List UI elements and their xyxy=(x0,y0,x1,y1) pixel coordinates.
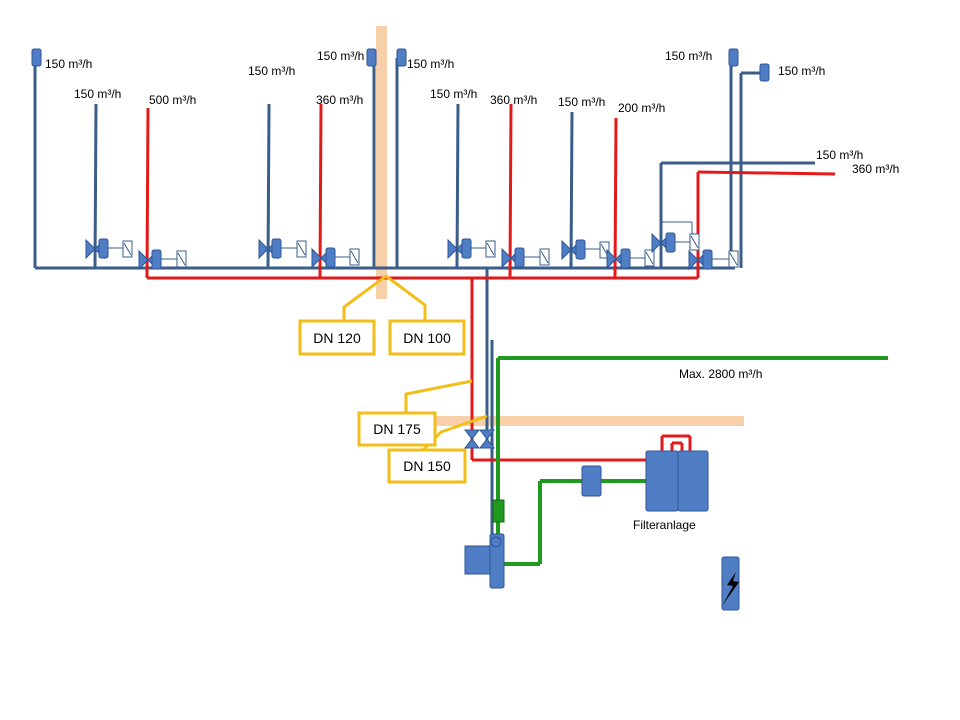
max-flow-label: Max. 2800 m³/h xyxy=(679,367,762,381)
gate-valve-icon xyxy=(463,429,481,449)
actuator-icon xyxy=(98,238,109,259)
flow-label: 150 m³/h xyxy=(74,87,121,101)
flow-label: 150 m³/h xyxy=(407,57,454,71)
flow-meter-icon xyxy=(492,499,505,523)
valve-group-3 xyxy=(258,238,307,260)
callout-dn120-text: DN 120 xyxy=(313,330,361,346)
callout-dn120: DN 120 xyxy=(298,319,376,356)
flow-label: 150 m³/h xyxy=(430,87,477,101)
valve-group-8 xyxy=(606,248,655,270)
callout-dn175: DN 175 xyxy=(357,411,437,447)
actuator-icon xyxy=(514,247,525,268)
gate-valve-icon xyxy=(478,429,496,449)
flow-label: 360 m³/h xyxy=(490,93,537,107)
flow-label: 150 m³/h xyxy=(248,64,295,78)
valve-group-4 xyxy=(311,247,360,269)
valve-group-5 xyxy=(447,238,496,260)
flow-label: 150 m³/h xyxy=(665,49,712,63)
valve-group-7 xyxy=(561,239,610,261)
pump-icon xyxy=(464,533,505,589)
actuator-icon xyxy=(575,239,586,260)
flow-label: 150 m³/h xyxy=(45,57,92,71)
wall-horizontal xyxy=(430,416,744,426)
callout-dn100: DN 100 xyxy=(388,319,466,356)
flow-label: 360 m³/h xyxy=(316,93,363,107)
callout-dn150: DN 150 xyxy=(387,448,467,484)
callout-dn150-text: DN 150 xyxy=(403,458,451,474)
valve-group-1 xyxy=(85,238,133,260)
flow-label: 200 m³/h xyxy=(618,101,665,115)
main-valves xyxy=(463,429,496,449)
valve-group-9 xyxy=(651,221,700,254)
blue-pipes xyxy=(33,58,815,536)
actuator-icon xyxy=(271,238,282,259)
filter-label: Filteranlage xyxy=(633,518,696,532)
callout-dn100-text: DN 100 xyxy=(403,330,451,346)
flow-label: 360 m³/h xyxy=(852,162,899,176)
flow-label: 150 m³/h xyxy=(317,49,364,63)
actuator-icon xyxy=(702,249,713,270)
actuator-icon xyxy=(325,247,336,268)
end-caps xyxy=(31,48,770,82)
valve-group-6 xyxy=(501,247,550,269)
actuator-icon xyxy=(461,238,472,259)
callout-dn175-text: DN 175 xyxy=(373,421,421,437)
green-line-valve xyxy=(581,465,602,497)
actuator-icon xyxy=(665,232,676,253)
wall-vertical xyxy=(376,26,387,299)
actuator-icon xyxy=(620,248,631,269)
flow-label: 500 m³/h xyxy=(149,93,196,107)
flow-label: 150 m³/h xyxy=(558,95,605,109)
actuator-icon xyxy=(151,249,162,270)
valve-group-2 xyxy=(138,249,187,271)
flow-labels: 150 m³/h 150 m³/h 500 m³/h 150 m³/h 150 … xyxy=(45,49,899,532)
valve-group-10 xyxy=(688,249,739,271)
filter-tank-icon xyxy=(645,450,709,512)
flow-label: 150 m³/h xyxy=(778,64,825,78)
flow-label: 150 m³/h xyxy=(816,148,863,162)
